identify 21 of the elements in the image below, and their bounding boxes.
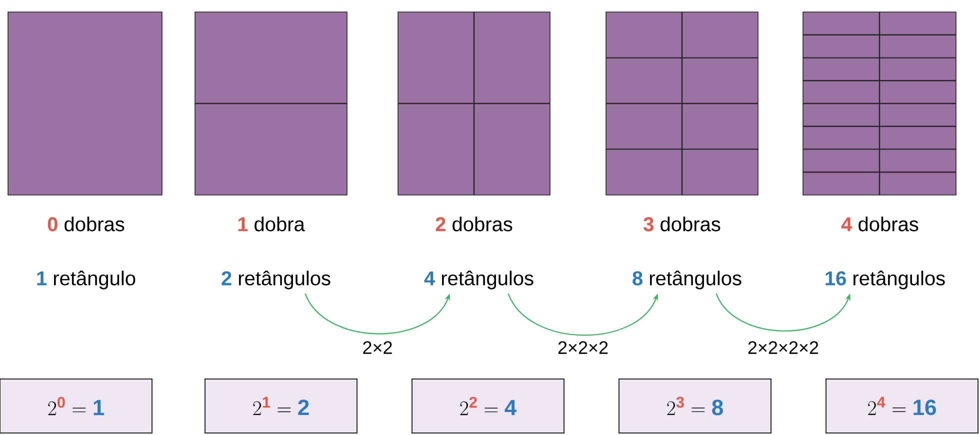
fold-count: 0 dobras [48, 216, 124, 232]
curved-arrow [716, 293, 850, 332]
curved-arrow [304, 293, 450, 334]
formula-box: $2^{\textcolor[HTML]{E8584A}{\mathbf{2}}} = \textcolor[HTML]{2A7BC0}{\mathbf{4}}$ [412, 378, 564, 434]
edge-label: 2×2×2 [558, 341, 608, 354]
formula-box: $2^{\textcolor[HTML]{E8584A}{\mathbf{0}}} = \textcolor[HTML]{2A7BC0}{\mathbf{1}}$ [0, 378, 152, 434]
rectangle-count: 1 retângulo [37, 270, 136, 290]
fold-count: 4 dobras [841, 216, 918, 232]
rectangle-count: 16 retângulos [826, 270, 945, 290]
formula-box: $2^{\textcolor[HTML]{E8584A}{\mathbf{4}}} = \textcolor[HTML]{2A7BC0}{\mathbf{16}}$ [826, 378, 978, 434]
edge-label: 2×2 [363, 341, 392, 354]
formula-box: $2^{\textcolor[HTML]{E8584A}{\mathbf{3}}} = \textcolor[HTML]{2A7BC0}{\mathbf{8}}$ [618, 378, 772, 434]
curved-arrow [508, 293, 658, 336]
formula-box: $2^{\textcolor[HTML]{E8584A}{\mathbf{1}}} = \textcolor[HTML]{2A7BC0}{\mathbf{2}}$ [204, 378, 358, 434]
fold-count: 1 dobra [238, 216, 305, 232]
rectangle-count: 4 retângulos [424, 270, 534, 290]
rectangle-count: 8 retângulos [632, 270, 742, 290]
edge-label: 2×2×2×2 [748, 341, 818, 354]
fold-count: 2 dobras [436, 216, 512, 232]
fold-count: 3 dobras [644, 216, 720, 232]
rectangle-count: 2 retângulos [222, 270, 330, 290]
